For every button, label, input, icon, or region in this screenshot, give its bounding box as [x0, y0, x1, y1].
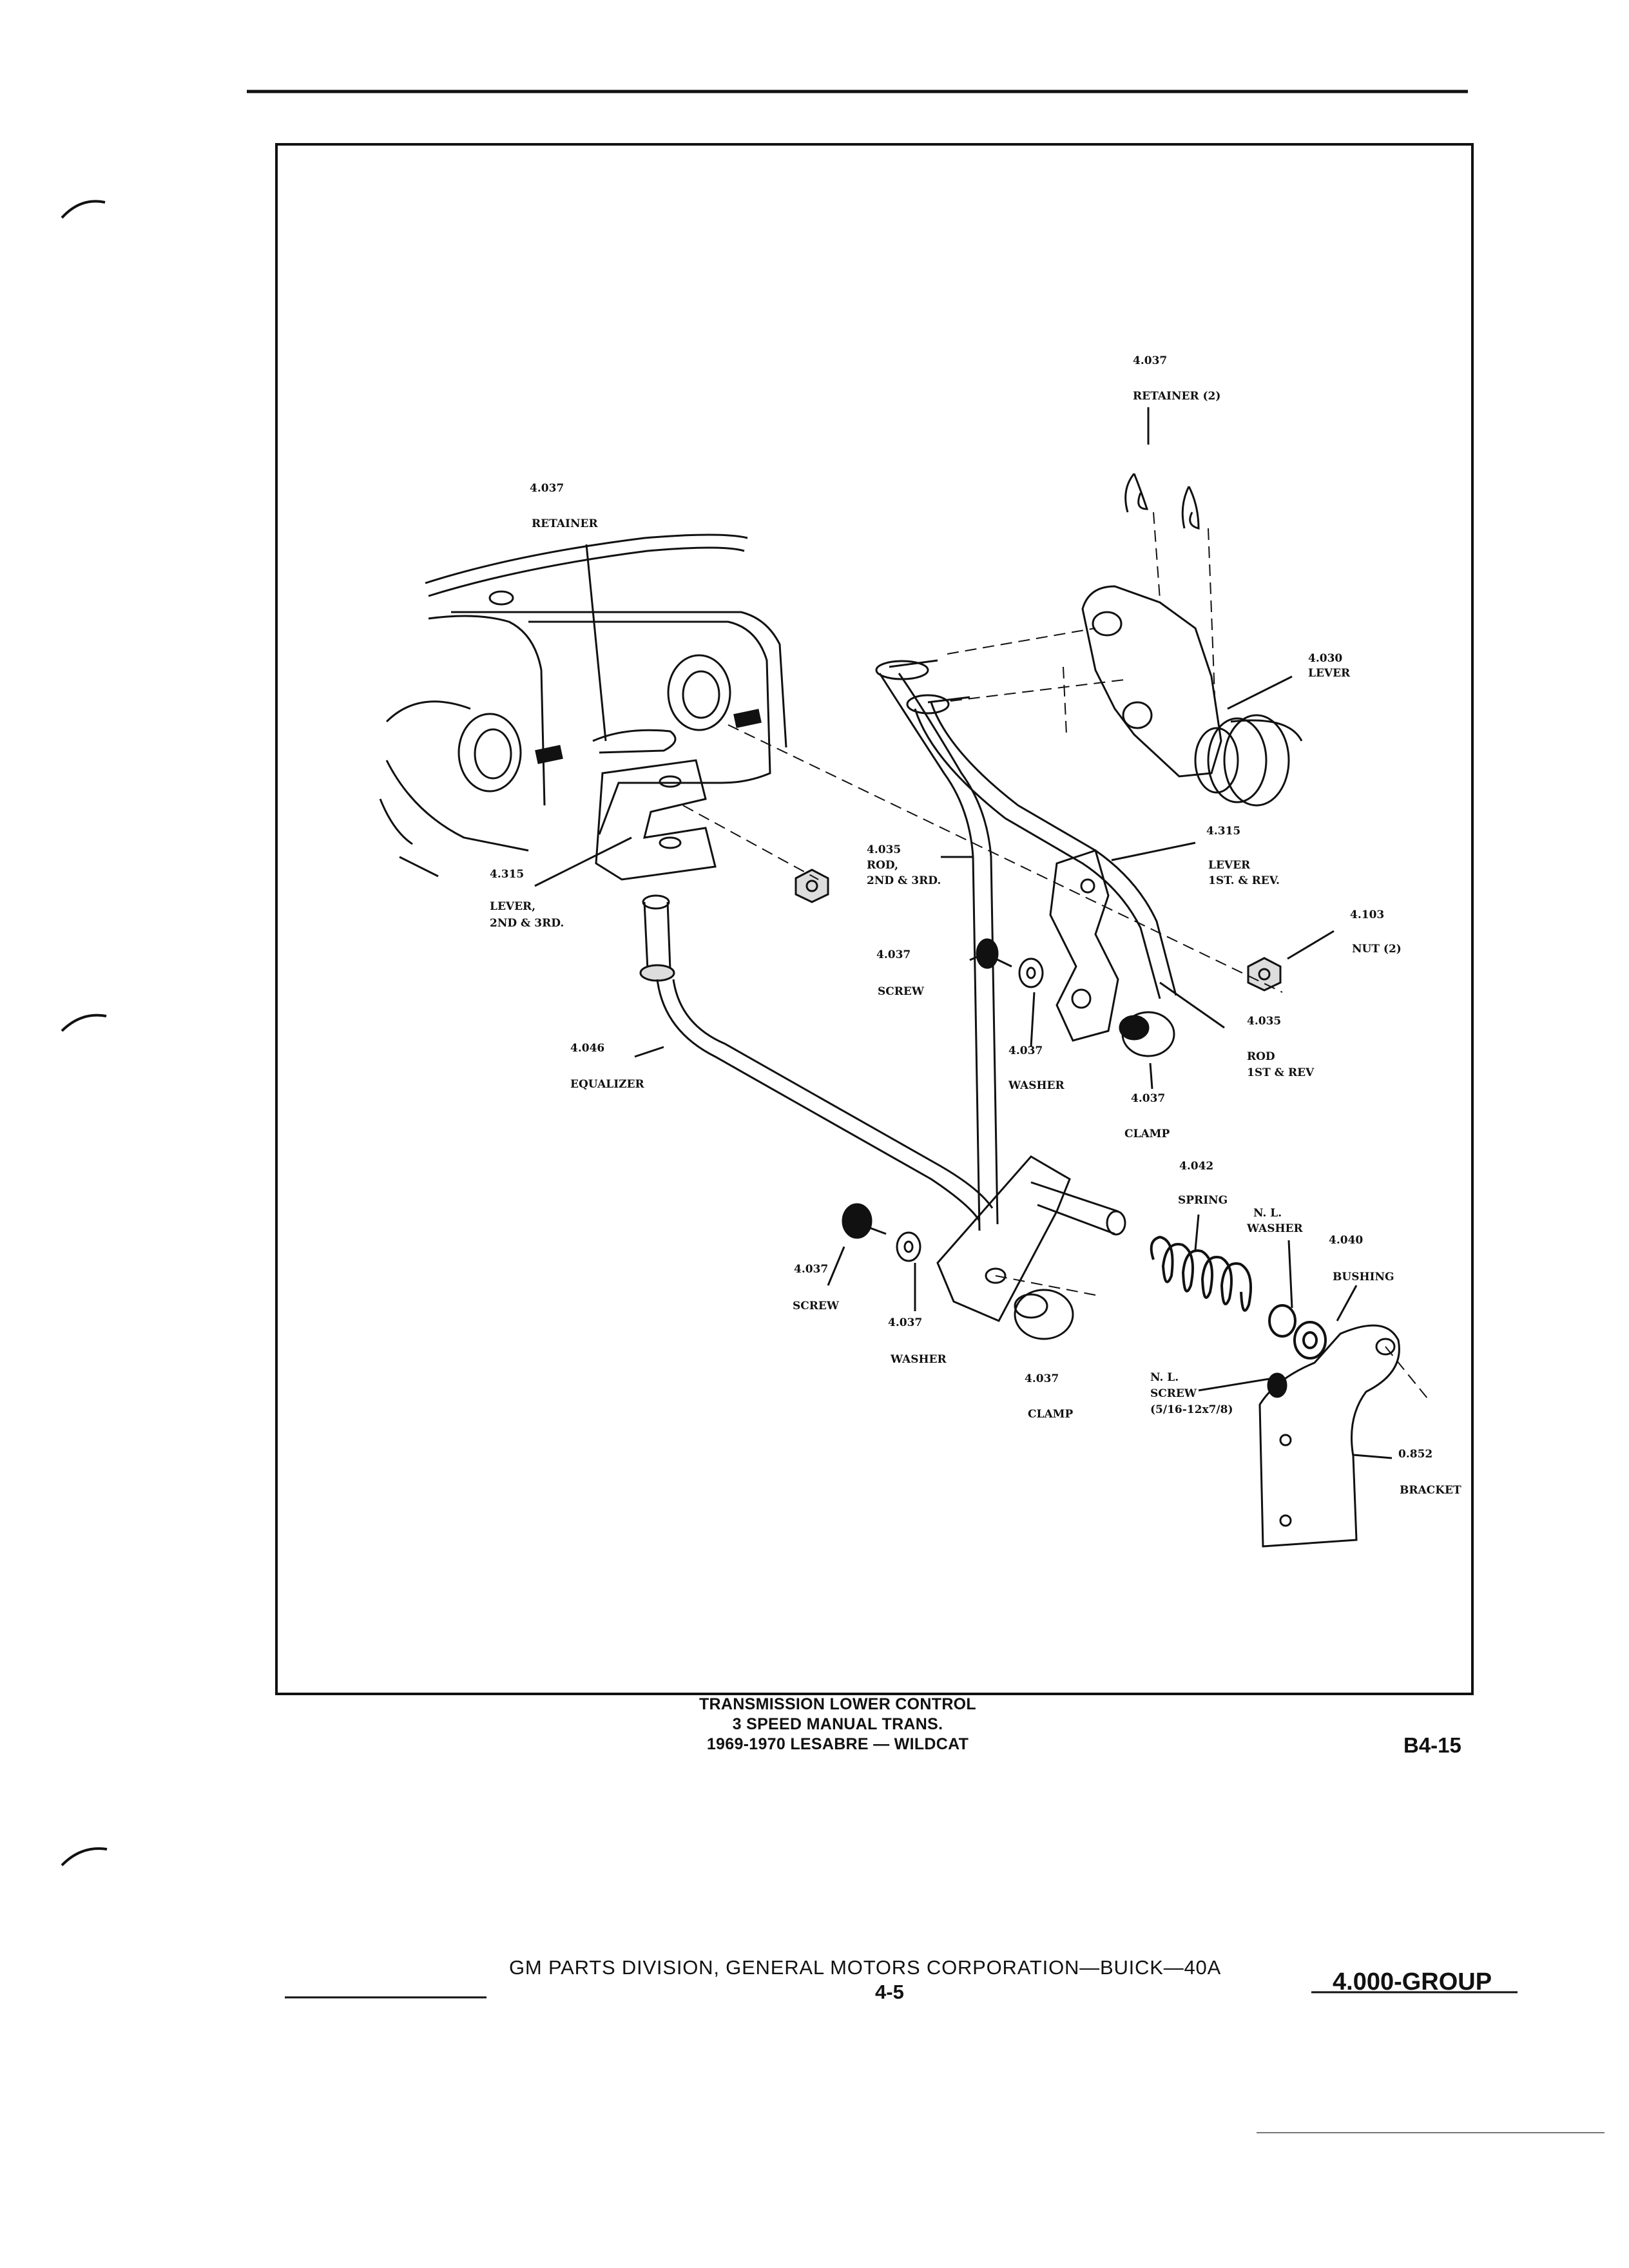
label-clamp-low: CLAMP [1028, 1408, 1073, 1421]
label-bushing: BUSHING [1333, 1271, 1394, 1283]
lower-shaft [936, 1155, 1126, 1322]
label-retainer-top-num: 4.037 [1133, 354, 1167, 367]
label-lever-top: LEVER [1308, 667, 1351, 680]
label-nl-washer-a: N. L. [1253, 1207, 1282, 1220]
label-lever-23-num: 4.315 [490, 868, 524, 881]
label-nl-screw-b: SCREW [1150, 1387, 1197, 1400]
nuts [795, 869, 1282, 992]
lever-top [1081, 473, 1303, 807]
label-screw-mid: SCREW [878, 985, 925, 998]
label-equalizer-num: 4.046 [570, 1042, 604, 1055]
label-rod-1st-b: 1ST & REV [1247, 1066, 1315, 1079]
label-rod-1st-num: 4.035 [1247, 1015, 1281, 1028]
spring-assembly [1150, 1235, 1327, 1360]
label-lever-1st-a: LEVER [1208, 859, 1251, 872]
rod-2nd-3rd [875, 659, 999, 1231]
label-nl-washer-b: WASHER [1246, 1222, 1303, 1235]
label-rod-23-a: ROD, [867, 859, 898, 872]
housing-studs [535, 709, 762, 764]
label-lever-top-num: 4.030 [1308, 652, 1342, 665]
label-retainer-left-num: 4.037 [530, 482, 564, 495]
caption-line-2: 3 SPEED MANUAL TRANS. [732, 1715, 943, 1733]
label-nl-screw-c: (5/16-12x7/8) [1150, 1403, 1233, 1416]
label-spring: SPRING [1178, 1194, 1228, 1207]
clamps [1014, 1011, 1175, 1340]
label-clamp-low-num: 4.037 [1025, 1372, 1059, 1385]
label-screw-low-num: 4.037 [794, 1263, 828, 1276]
assembly-lines [682, 512, 1428, 1399]
label-bracket: BRACKET [1400, 1484, 1461, 1497]
label-rod-23-num: 4.035 [867, 843, 901, 856]
caption-line-1: TRANSMISSION LOWER CONTROL [699, 1695, 976, 1713]
label-retainer-left: RETAINER [532, 517, 598, 530]
label-clamp-mid-num: 4.037 [1131, 1092, 1165, 1105]
label-nl-screw-a: N. L. [1150, 1371, 1179, 1384]
label-screw-low: SCREW [793, 1300, 840, 1312]
label-lever-1st-b: 1ST. & REV. [1208, 874, 1280, 887]
label-screw-mid-num: 4.037 [876, 948, 911, 961]
figure-caption: TRANSMISSION LOWER CONTROL 3 SPEED MANUA… [677, 1695, 999, 1754]
lever-1st-rev [1049, 849, 1119, 1042]
callout-labels: 4.037 RETAINER 4.037 RETAINER (2) 4.030 … [490, 354, 1461, 1497]
figure-id: B4-15 [1403, 1733, 1461, 1757]
label-lever-23-a: LEVER, [490, 900, 535, 913]
leaders [534, 407, 1393, 1459]
label-washer-mid-num: 4.037 [1008, 1044, 1043, 1057]
label-clamp-mid: CLAMP [1124, 1128, 1170, 1140]
label-lever-1st-num: 4.315 [1206, 825, 1240, 838]
punch-marks [61, 200, 108, 1867]
label-spring-num: 4.042 [1179, 1160, 1213, 1173]
lever-2nd-3rd [592, 729, 717, 982]
label-washer-low-num: 4.037 [888, 1316, 922, 1329]
footer-group: 4.000-GROUP [1333, 1968, 1492, 1995]
caption-line-3: 1969-1970 LESABRE — WILDCAT [706, 1735, 969, 1753]
label-bracket-num: 0.852 [1398, 1448, 1432, 1461]
label-rod-23-b: 2ND & 3RD. [867, 874, 941, 887]
label-nut: NUT (2) [1352, 943, 1402, 956]
label-retainer-top: RETAINER (2) [1133, 390, 1220, 403]
transmission-housing [379, 533, 787, 878]
label-equalizer: EQUALIZER [570, 1078, 645, 1091]
label-washer-mid: WASHER [1008, 1079, 1065, 1092]
figure-frame [275, 143, 1474, 1695]
label-lever-23-b: 2ND & 3RD. [490, 917, 564, 930]
label-rod-1st-a: ROD [1247, 1050, 1275, 1063]
footer-page-number: 4-5 [875, 1981, 904, 2003]
bracket [1258, 1324, 1400, 1548]
label-nut-num: 4.103 [1350, 908, 1384, 921]
label-washer-low: WASHER [890, 1353, 947, 1366]
footer-publisher: GM PARTS DIVISION, GENERAL MOTORS CORPOR… [509, 1956, 1222, 1979]
label-bushing-num: 4.040 [1329, 1234, 1363, 1247]
rod-1st-rev [906, 694, 1177, 999]
equalizer-rod [656, 979, 994, 1222]
